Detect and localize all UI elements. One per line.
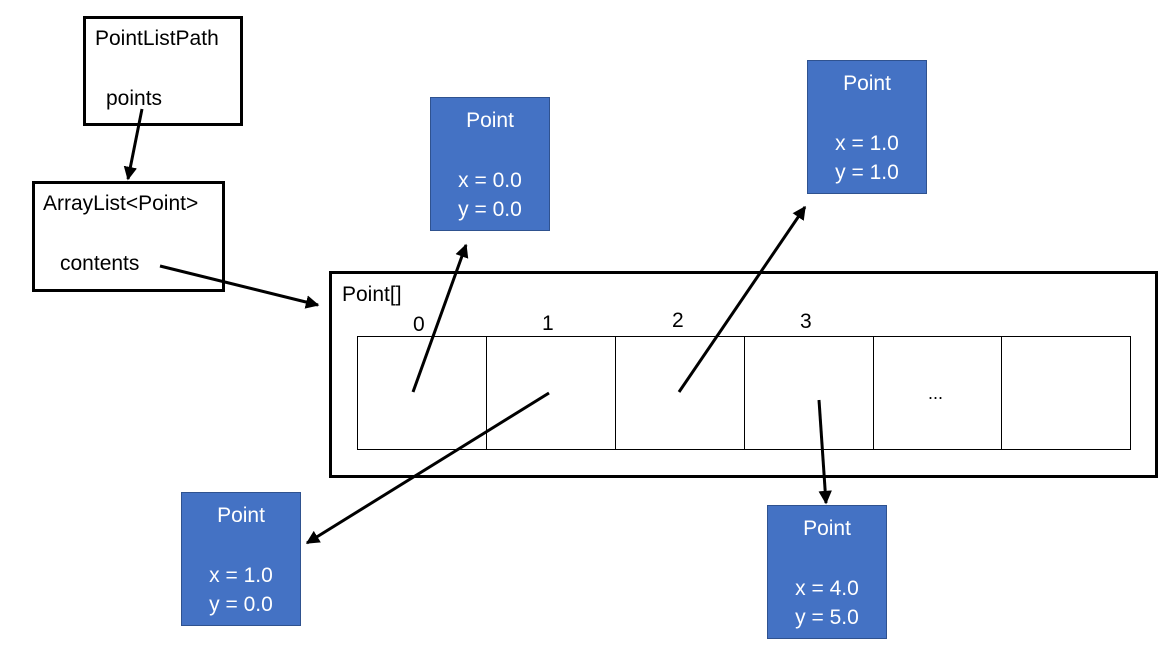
- point-array-title: Point[]: [342, 283, 402, 306]
- point-y-value: y = 0.0: [209, 593, 273, 616]
- array-cell-5: [1001, 336, 1131, 450]
- point-box-0: Point x = 0.0 y = 0.0: [430, 97, 550, 231]
- point-box-1: Point x = 1.0 y = 1.0: [807, 60, 927, 194]
- array-ellipsis: ...: [928, 383, 944, 403]
- pointlistpath-box: [83, 16, 243, 126]
- point-title: Point: [803, 517, 851, 540]
- array-index-0: 0: [413, 313, 425, 336]
- points-field-label: points: [106, 87, 163, 110]
- array-index-1: 1: [542, 312, 554, 335]
- point-y-value: y = 1.0: [835, 161, 899, 184]
- point-y-value: y = 0.0: [458, 198, 522, 221]
- point-title: Point: [466, 109, 514, 132]
- point-title: Point: [217, 504, 265, 527]
- point-x-value: x = 1.0: [209, 564, 273, 587]
- pointlistpath-title: PointListPath: [95, 27, 219, 50]
- array-cell-4: [873, 336, 1002, 450]
- point-y-value: y = 5.0: [795, 606, 859, 629]
- contents-field-label: contents: [60, 252, 140, 275]
- point-box-3: Point x = 4.0 y = 5.0: [767, 505, 887, 639]
- point-x-value: x = 4.0: [795, 577, 859, 600]
- point-title: Point: [843, 72, 891, 95]
- array-cell-1: [486, 336, 616, 450]
- arraylist-title: ArrayList<Point>: [43, 192, 199, 215]
- array-index-2: 2: [672, 309, 684, 332]
- point-x-value: x = 1.0: [835, 132, 899, 155]
- point-x-value: x = 0.0: [458, 169, 522, 192]
- array-cell-2: [615, 336, 745, 450]
- array-index-3: 3: [800, 310, 812, 333]
- array-cell-3: [744, 336, 874, 450]
- point-box-2: Point x = 1.0 y = 0.0: [181, 492, 301, 626]
- array-cell-0: [357, 336, 487, 450]
